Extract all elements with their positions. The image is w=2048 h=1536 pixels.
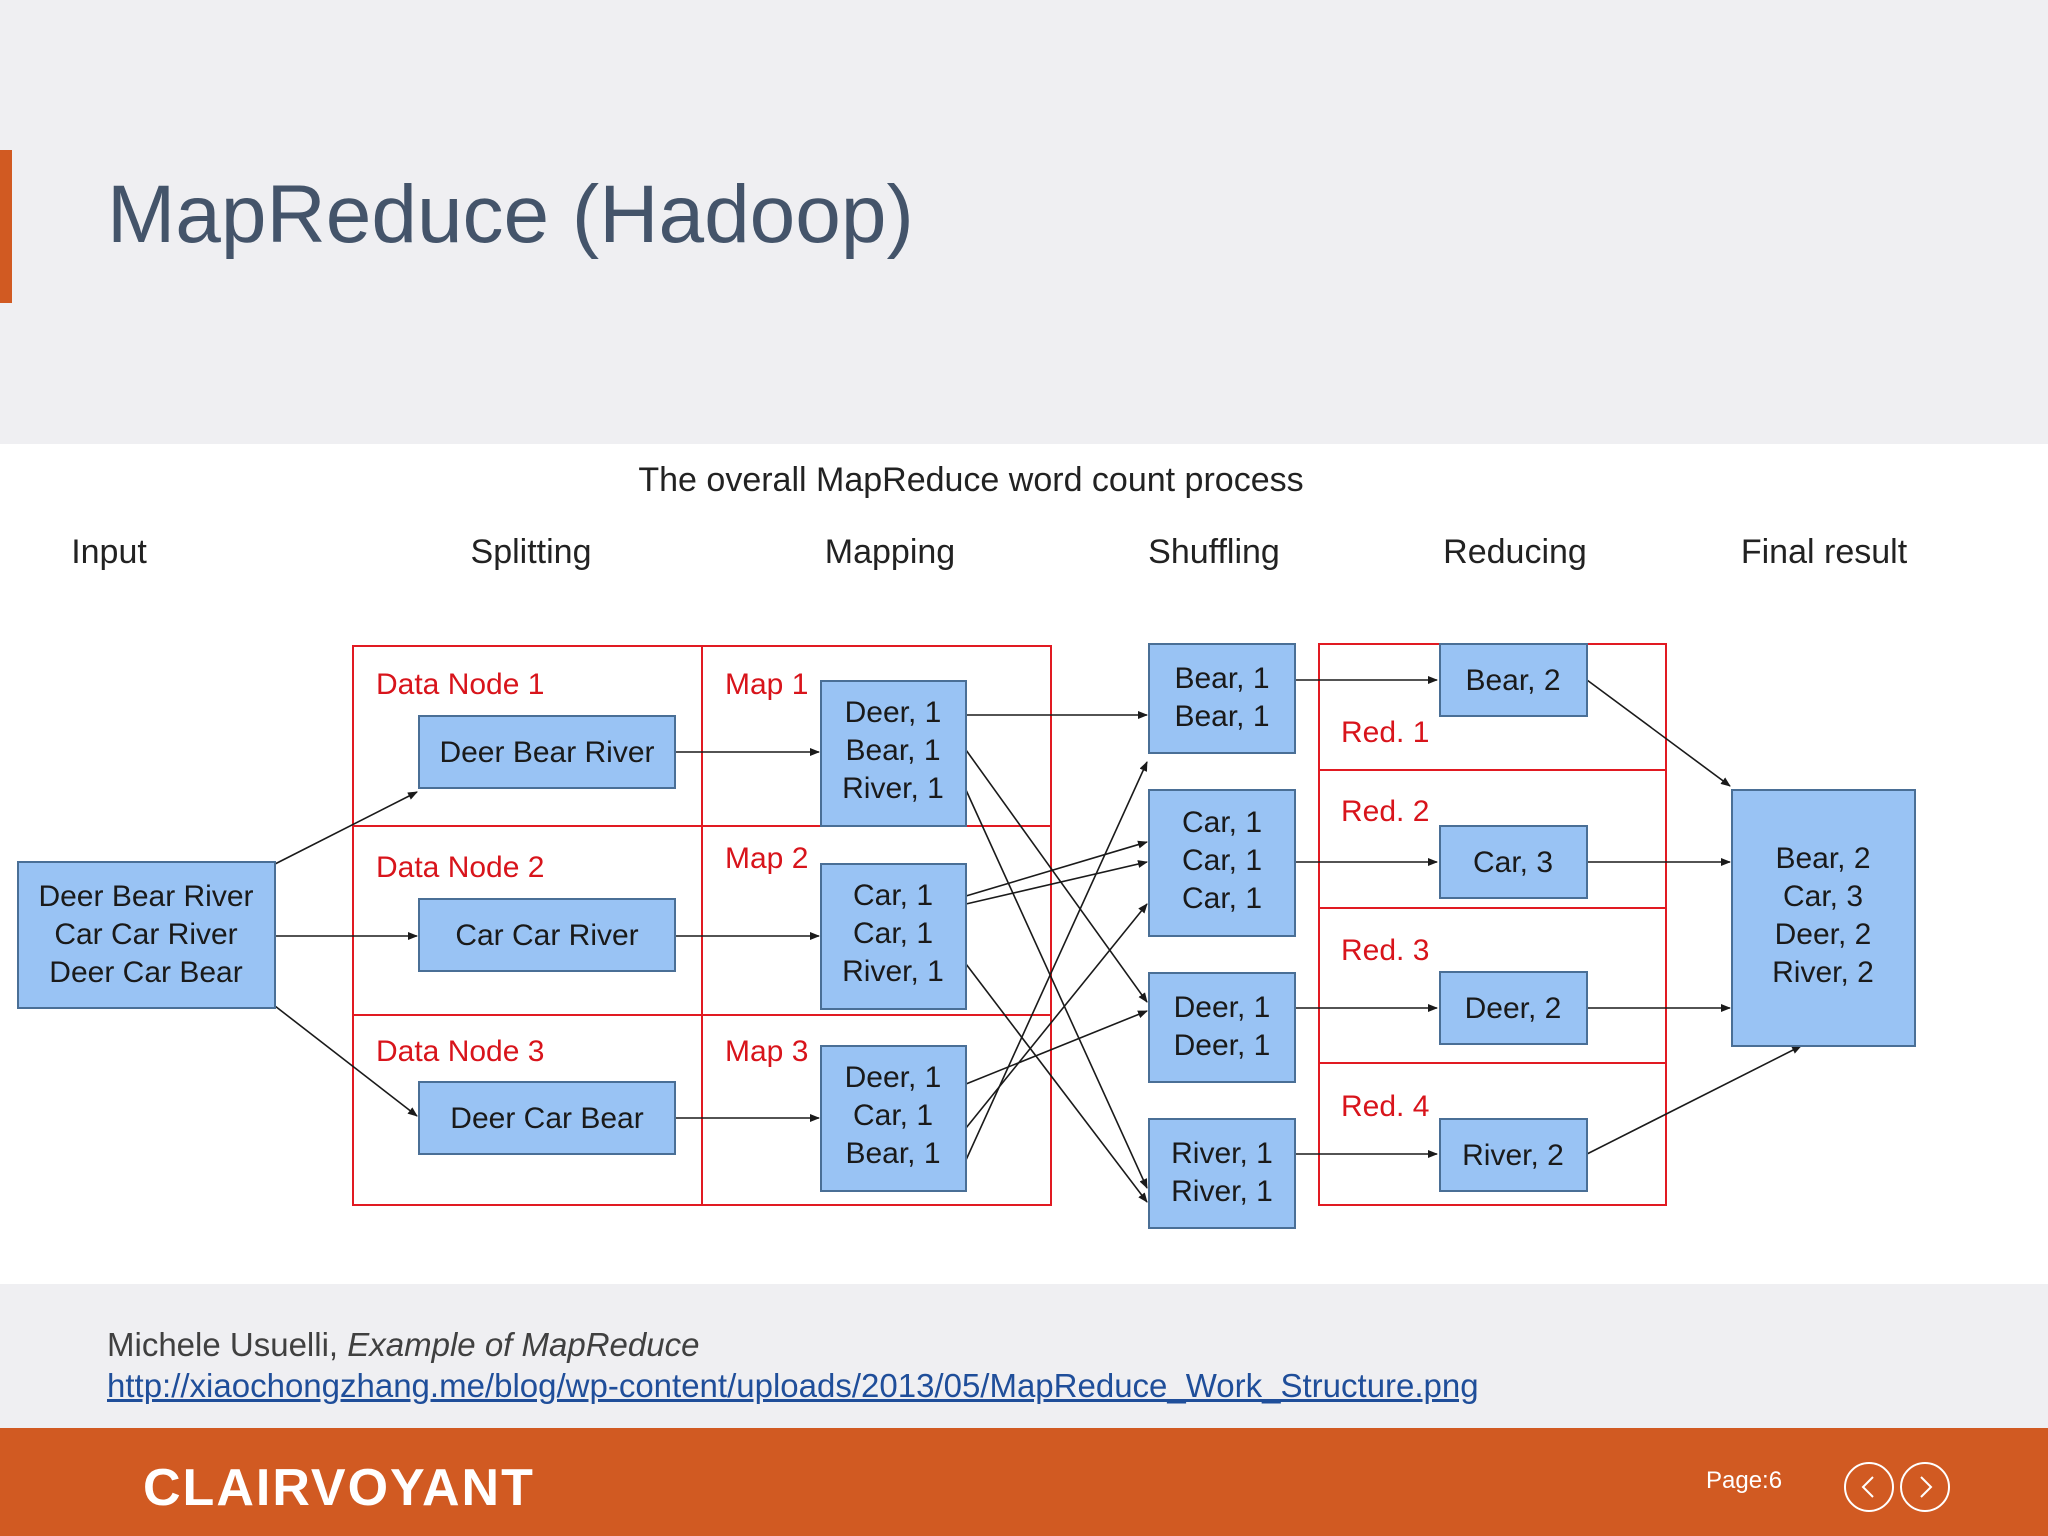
diagram-title: The overall MapReduce word count process (638, 461, 1303, 499)
reduce-box-4 (1439, 1118, 1588, 1192)
source-link[interactable]: http://xiaochongzhang.me/blog/wp-content… (107, 1367, 1479, 1404)
reduce-result-3: Deer, 2 (1465, 992, 1562, 1025)
map-group-3 (701, 1014, 1052, 1206)
arrow-reduce-final-4 (1586, 1045, 1802, 1155)
title-accent-bar (0, 150, 12, 303)
diagram-panel (0, 444, 2048, 1284)
shuffle-pair: Car, 1 (1182, 844, 1262, 877)
reducer-label-2: Red. 2 (1341, 795, 1429, 828)
stage-splitting: Splitting (471, 533, 592, 571)
reducer-label-1: Red. 1 (1341, 716, 1429, 749)
mapreduce-diagram: The overall MapReduce word count process… (17, 461, 1916, 1229)
reducer-label-3: Red. 3 (1341, 934, 1429, 967)
data-node-label-3: Data Node 3 (376, 1035, 544, 1068)
map-pair: Bear, 1 (845, 1137, 940, 1170)
stage-shuffling: Shuffling (1148, 533, 1280, 571)
input-box (17, 861, 276, 1009)
map-pair: Deer, 1 (845, 1061, 942, 1094)
map-box-2 (820, 863, 967, 1010)
arrow-reduce-final-1 (1586, 679, 1731, 787)
reduce-result-4: River, 2 (1462, 1139, 1564, 1172)
final-result-line: Deer, 2 (1775, 918, 1872, 951)
shuffle-pair: River, 1 (1171, 1137, 1273, 1170)
input-line: Deer Bear River (38, 880, 253, 913)
shuffle-pair: Car, 1 (1182, 882, 1262, 915)
map-pair: River, 1 (842, 955, 944, 988)
input-line: Deer Car Bear (49, 956, 242, 989)
arrow-map3-car (965, 903, 1148, 1129)
shuffle-pair: Car, 1 (1182, 806, 1262, 839)
shuffle-pair: River, 1 (1171, 1175, 1273, 1208)
data-node-label-2: Data Node 2 (376, 851, 544, 884)
footer-bar (0, 1428, 2048, 1536)
split-text-1: Deer Bear River (439, 736, 654, 769)
map-pair: Car, 1 (853, 917, 933, 950)
previous-page-button[interactable] (1844, 1462, 1894, 1512)
arrow-map2-car-b (965, 860, 1148, 905)
reduce-result-1: Bear, 2 (1465, 664, 1560, 697)
shuffle-pair: Deer, 1 (1174, 991, 1271, 1024)
split-text-2: Car Car River (455, 919, 638, 952)
arrow-map3-bear (965, 761, 1148, 1161)
map-pair: Bear, 1 (845, 734, 940, 767)
data-node-label-1: Data Node 1 (376, 668, 544, 701)
final-result-line: Bear, 2 (1775, 842, 1870, 875)
chevron-left-icon (1861, 1476, 1874, 1498)
split-box-2 (418, 898, 676, 972)
map-label-1: Map 1 (725, 668, 808, 701)
page-number: 6 (1768, 1467, 1783, 1494)
arrow-map1-deer (965, 749, 1148, 1003)
map-label-2: Map 2 (725, 842, 808, 875)
arrow-map1-river (965, 789, 1148, 1189)
map-label-3: Map 3 (725, 1035, 808, 1068)
stage-mapping: Mapping (825, 533, 955, 571)
input-line: Car Car River (54, 918, 237, 951)
map-box-3 (820, 1045, 967, 1192)
reduce-box-2 (1439, 825, 1588, 899)
page-indicator: Page:6 (1706, 1467, 1782, 1495)
shuffle-box-river (1148, 1118, 1296, 1229)
credit-author: Michele Usuelli, (107, 1326, 339, 1363)
stage-reducing: Reducing (1443, 533, 1587, 571)
slide-title: MapReduce (Hadoop) (107, 169, 914, 260)
shuffle-pair: Bear, 1 (1174, 662, 1269, 695)
shuffle-pair: Deer, 1 (1174, 1029, 1271, 1062)
reducer-label-4: Red. 4 (1341, 1090, 1429, 1123)
arrow-map2-river (965, 963, 1148, 1203)
split-box-1 (418, 715, 676, 789)
page-label: Page: (1706, 1467, 1769, 1494)
arrow-map3-deer (965, 1010, 1148, 1085)
map-pair: Car, 1 (853, 879, 933, 912)
credit-work: Example of MapReduce (347, 1326, 700, 1363)
final-result-line: River, 2 (1772, 956, 1874, 989)
map-pair: Deer, 1 (845, 696, 942, 729)
map-pair: River, 1 (842, 772, 944, 805)
arrow-map2-car-a (965, 840, 1148, 897)
image-credit: Michele Usuelli, Example of MapReduce (107, 1326, 699, 1364)
clairvoyant-logo: CLAIRVOYANT (143, 1459, 535, 1517)
arrow-input-split-1 (274, 791, 418, 865)
map-pair: Car, 1 (853, 1099, 933, 1132)
stage-input: Input (71, 533, 147, 571)
shuffle-box-bear (1148, 643, 1296, 754)
chevron-right-icon (1920, 1476, 1933, 1498)
reduce-box-3 (1439, 971, 1588, 1045)
shuffle-pair: Bear, 1 (1174, 700, 1269, 733)
reduce-box-1 (1439, 643, 1588, 717)
split-box-3 (418, 1081, 676, 1155)
shuffle-box-car (1148, 789, 1296, 937)
reduce-group-4 (1318, 1062, 1667, 1206)
next-page-button[interactable] (1900, 1462, 1950, 1512)
final-result-line: Car, 3 (1783, 880, 1863, 913)
shuffle-box-deer (1148, 972, 1296, 1083)
final-result-box (1731, 789, 1916, 1047)
map-box-1 (820, 680, 967, 827)
split-text-3: Deer Car Bear (450, 1102, 643, 1135)
reduce-result-2: Car, 3 (1473, 846, 1553, 879)
arrow-input-split-3 (274, 1005, 418, 1117)
stage-final-result: Final result (1741, 533, 1908, 571)
